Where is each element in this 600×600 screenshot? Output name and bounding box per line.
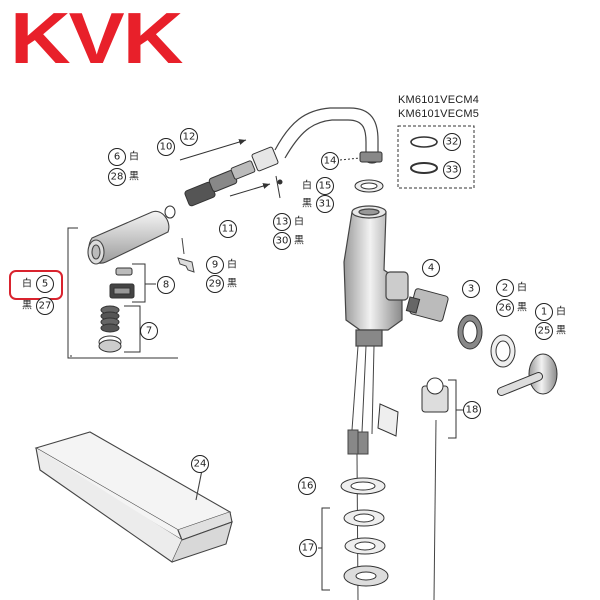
- supply-hoses-drawing: [347, 345, 437, 600]
- callout-number-p32: 32: [446, 137, 459, 148]
- callout-number-p10: 10: [160, 142, 173, 153]
- callout-circle-p26: [496, 299, 514, 317]
- callout-circle-p8: [157, 276, 175, 294]
- callout-circle-p32: [443, 133, 461, 151]
- callout-circle-p14: [321, 152, 339, 170]
- color-label: 白: [556, 305, 566, 318]
- callout-circle-p6: [108, 148, 126, 166]
- color-label: 白: [302, 179, 312, 192]
- callout-number-p33: 33: [446, 165, 459, 176]
- spray-head-drawing: [87, 210, 170, 265]
- callout-circle-p13: [273, 213, 291, 231]
- callout-number-p28: 28: [111, 172, 124, 183]
- color-label: 黒: [556, 325, 566, 337]
- base-rings-drawing: [318, 477, 389, 591]
- callout-number-p6: 6: [114, 152, 120, 163]
- color-label: 黒: [294, 235, 304, 247]
- callout-circle-p3: [462, 280, 480, 298]
- callout-number-p8: 8: [163, 280, 169, 291]
- callout-number-p4: 4: [428, 263, 434, 274]
- mounting-bracket-drawing: [377, 377, 464, 439]
- color-label: 黒: [227, 278, 237, 290]
- aerator-parts-drawing: [98, 267, 135, 353]
- callout-number-p13: 13: [276, 217, 289, 228]
- valve-body-drawing: [343, 205, 409, 347]
- callout-circle-p9: [206, 256, 224, 274]
- callout-number-p24: 24: [194, 459, 207, 470]
- callout-number-p30: 30: [276, 236, 289, 247]
- callout-number-p11: 11: [222, 224, 235, 235]
- callout-circle-p17: [299, 539, 317, 557]
- callout-circle-p4: [422, 259, 440, 277]
- hose-connector-drawing: [164, 146, 283, 219]
- callout-number-p15: 15: [319, 181, 332, 192]
- callout-circle-p5: [36, 275, 54, 293]
- callout-number-p14: 14: [324, 156, 337, 167]
- callout-circle-p11: [219, 220, 237, 238]
- callout-number-p7: 7: [146, 326, 152, 337]
- highlight-box-part-5: [9, 270, 63, 300]
- clip-drawing: [177, 237, 195, 273]
- callout-number-p29: 29: [209, 279, 222, 290]
- callout-circle-p31: [316, 195, 334, 213]
- color-label: 白: [129, 150, 139, 163]
- callout-circle-p28: [108, 168, 126, 186]
- callout-number-p25: 25: [538, 326, 551, 337]
- tray-drawing: [34, 431, 233, 563]
- model-number-2: KM6101VECM5: [398, 108, 480, 120]
- callout-number-p26: 26: [499, 303, 512, 314]
- callout-number-p31: 31: [319, 199, 332, 210]
- callout-circle-p10: [157, 138, 175, 156]
- callout-circle-p30: [273, 232, 291, 250]
- callout-circle-p18: [463, 401, 481, 419]
- callout-number-p1: 1: [541, 307, 547, 318]
- callout-number-p18: 18: [466, 405, 479, 416]
- callout-circle-p25: [535, 322, 553, 340]
- callout-number-p5: 5: [42, 279, 48, 290]
- callout-circle-p33: [443, 161, 461, 179]
- callout-circle-p29: [206, 275, 224, 293]
- spout-seals-drawing: [339, 125, 475, 193]
- color-label: 白: [294, 215, 304, 228]
- callout-circle-p15: [316, 177, 334, 195]
- kvk-logo: KVK: [10, 0, 183, 79]
- callout-number-p2: 2: [502, 283, 508, 294]
- color-label: 白: [227, 258, 237, 271]
- callout-circle-p27: [36, 297, 54, 315]
- callout-circle-p24: [191, 455, 209, 473]
- cartridge-handle-drawing: [405, 288, 558, 396]
- color-label: 白: [517, 281, 527, 294]
- color-label: 白: [22, 277, 32, 290]
- callout-circle-p12: [180, 128, 198, 146]
- callout-circle-p7: [140, 322, 158, 340]
- assembly-arrows: [179, 139, 271, 197]
- callout-number-p3: 3: [468, 284, 474, 295]
- model-number-1: KM6101VECM4: [398, 94, 480, 106]
- callout-number-p12: 12: [183, 132, 196, 143]
- color-label: 黒: [302, 198, 312, 210]
- callout-circle-p16: [298, 477, 316, 495]
- color-label: 黒: [129, 171, 139, 183]
- color-label: 黒: [22, 300, 32, 312]
- callout-number-p27: 27: [39, 301, 52, 312]
- callout-number-p17: 17: [302, 543, 315, 554]
- color-label: 黒: [517, 302, 527, 314]
- callout-number-p9: 9: [212, 260, 218, 271]
- callout-circle-p1: [535, 303, 553, 321]
- callout-number-p16: 16: [301, 481, 314, 492]
- callout-circle-p2: [496, 279, 514, 297]
